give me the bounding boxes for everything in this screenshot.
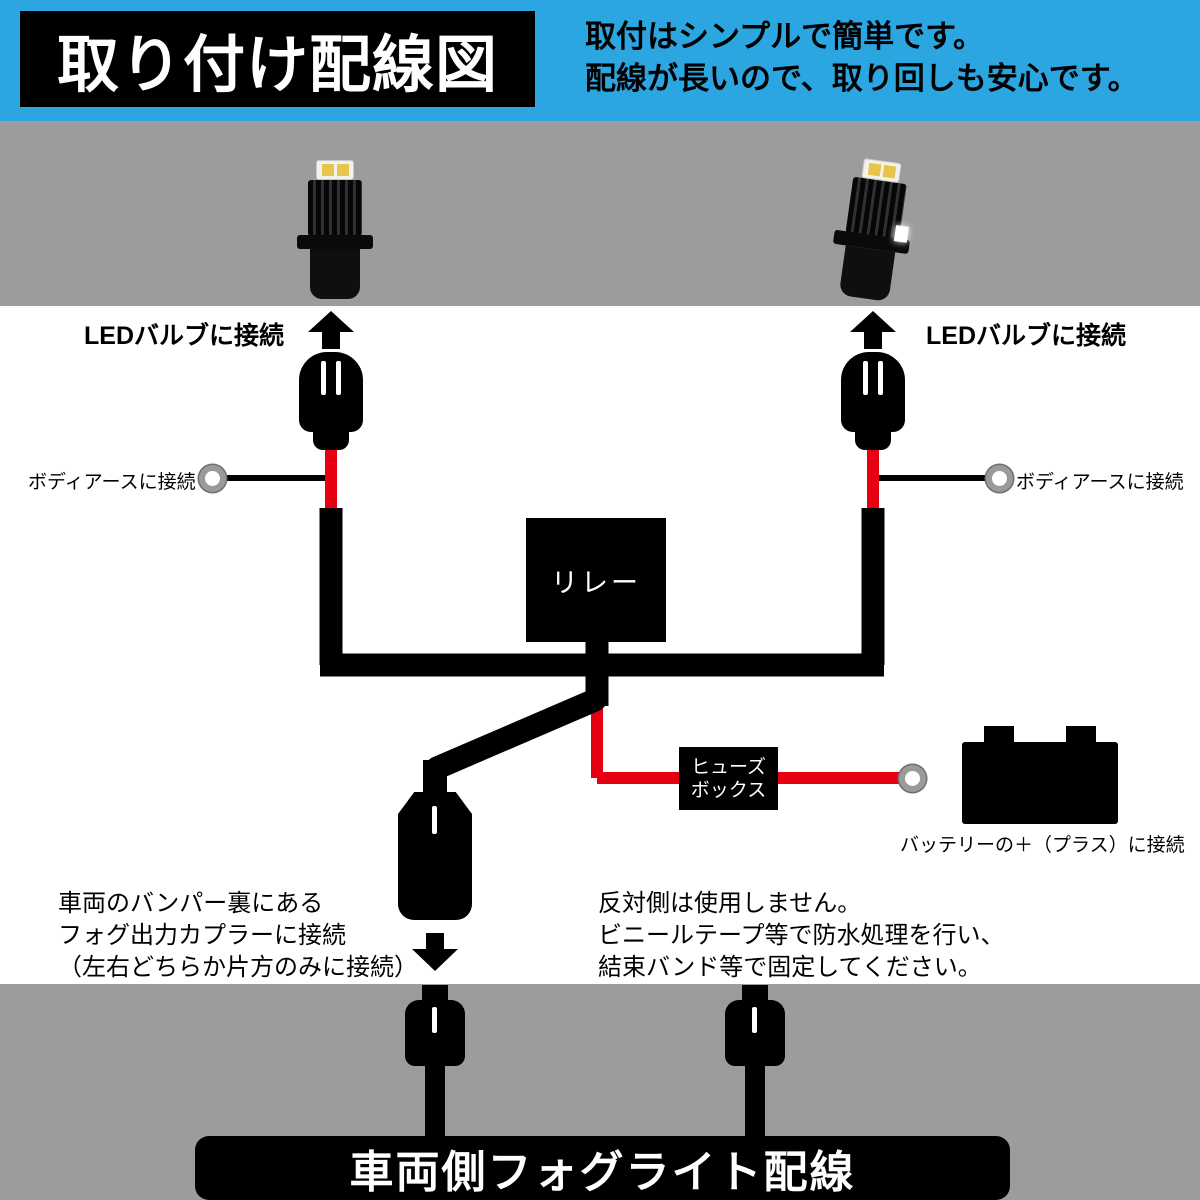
coupler-note-line-2: フォグ出力カプラーに接続 bbox=[58, 922, 346, 949]
fog-coupler-connector bbox=[398, 760, 472, 920]
connector-body bbox=[725, 1000, 785, 1066]
page-title: 取り付け配線図 bbox=[56, 31, 498, 100]
title-box: 取り付け配線図 bbox=[20, 11, 535, 107]
led-die-icon bbox=[867, 162, 882, 177]
up-arrow-icon-left bbox=[308, 311, 354, 349]
fuse-box: ヒューズ ボックス bbox=[679, 747, 778, 810]
black-wire-to-coupler bbox=[425, 688, 607, 780]
arrow-stem bbox=[426, 933, 444, 949]
fuse-label-line-1: ヒューズ bbox=[690, 756, 767, 778]
vehicle-connector-right bbox=[725, 985, 785, 1066]
subtitle-line-2: 配線が長いので、取り回しも安心です。 bbox=[585, 61, 1139, 96]
connector-nub bbox=[422, 985, 448, 1000]
coupler-shoulder bbox=[398, 792, 472, 814]
connector-nub bbox=[742, 985, 768, 1000]
connector-slot bbox=[752, 1007, 757, 1033]
unused-note-line-1: 反対側は使用しません。 bbox=[598, 890, 862, 917]
vehicle-wiring-banner: 車両側フォグライト配線 bbox=[195, 1136, 1010, 1200]
ground-label-right: ボディアースに接続 bbox=[1016, 472, 1184, 493]
arrow-head bbox=[850, 311, 896, 332]
ground-label-left: ボディアースに接続 bbox=[28, 472, 196, 493]
led-chip-icon bbox=[316, 160, 354, 180]
relay-label: リレー bbox=[551, 567, 641, 598]
bulb-base bbox=[310, 249, 360, 299]
coupler-slot bbox=[432, 806, 437, 834]
banner-label: 車両側フォグライト配線 bbox=[349, 1148, 856, 1197]
top-gray-band bbox=[0, 121, 1200, 306]
battery-terminal bbox=[1066, 726, 1096, 744]
relay-box: リレー bbox=[526, 518, 666, 642]
bulb-base bbox=[838, 245, 896, 302]
unused-note-line-2: ビニールテープ等で防水処理を行い、 bbox=[598, 922, 1005, 949]
bulb-heatsink bbox=[308, 180, 362, 236]
header: 取り付け配線図 取付はシンプルで簡単です。 配線が長いので、取り回しも安心です。 bbox=[0, 0, 1200, 121]
battery bbox=[962, 726, 1118, 824]
connector-slot bbox=[878, 361, 883, 395]
coupler-note-line-1: 車両のバンパー裏にある bbox=[58, 890, 324, 917]
led-bulb-left bbox=[297, 160, 373, 302]
connector-body bbox=[405, 1000, 465, 1066]
battery-body bbox=[962, 742, 1118, 824]
header-subtitle: 取付はシンプルで簡単です。 配線が長いので、取り回しも安心です。 bbox=[585, 16, 1139, 100]
battery-note: バッテリーの＋（プラス）に接続 bbox=[900, 835, 1185, 856]
connector-slot bbox=[432, 1007, 437, 1033]
connector-body bbox=[299, 352, 363, 432]
connector-neck bbox=[855, 428, 891, 450]
ground-ring-terminal-left bbox=[199, 465, 226, 492]
arrow-head bbox=[308, 311, 354, 332]
connector-body bbox=[841, 352, 905, 432]
coupler-stem bbox=[423, 760, 447, 792]
bulb-connector-right bbox=[841, 352, 905, 450]
vehicle-connector-left bbox=[405, 985, 465, 1066]
unused-note-line-3: 結束バンド等で固定してください。 bbox=[598, 954, 982, 981]
led-side-chip-icon bbox=[893, 225, 909, 243]
coupler-note: 車両のバンパー裏にある フォグ出力カプラーに接続 （左右どちらか片方のみに接続） bbox=[58, 888, 418, 984]
coupler-note-line-3: （左右どちらか片方のみに接続） bbox=[58, 954, 418, 981]
unused-side-note: 反対側は使用しません。 ビニールテープ等で防水処理を行い、 結束バンド等で固定し… bbox=[598, 888, 1005, 984]
bulb-connector-left bbox=[299, 352, 363, 450]
led-die-icon bbox=[322, 164, 334, 176]
battery-ring-terminal bbox=[899, 765, 926, 792]
ground-ring-terminal-right bbox=[986, 465, 1013, 492]
connector-slot bbox=[863, 361, 868, 395]
down-arrow-icon bbox=[412, 933, 458, 971]
arrow-stem bbox=[864, 332, 882, 349]
fuse-label-line-2: ボックス bbox=[690, 779, 767, 801]
battery-terminal bbox=[984, 726, 1014, 744]
arrow-stem bbox=[322, 332, 340, 349]
connector-neck bbox=[313, 428, 349, 450]
connector-slot bbox=[321, 361, 326, 395]
up-arrow-icon-right bbox=[850, 311, 896, 349]
led-connect-label-left: LEDバルブに接続 bbox=[84, 322, 285, 350]
led-connect-label-right: LEDバルブに接続 bbox=[926, 322, 1127, 350]
connector-slot bbox=[336, 361, 341, 395]
subtitle-line-1: 取付はシンプルで簡単です。 bbox=[585, 19, 984, 54]
arrow-head bbox=[412, 949, 458, 971]
bulb-collar bbox=[297, 235, 373, 249]
